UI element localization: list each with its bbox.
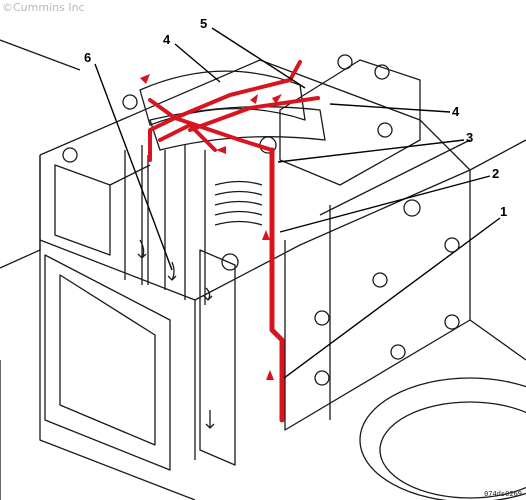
callout-label-6: 6 [84,50,91,65]
cap-screw [337,54,353,70]
leader-line-3 [277,139,465,163]
leader-line-1 [283,217,501,379]
callout-label-3: 3 [466,130,473,145]
rocker-housing-left [54,164,151,256]
drain-arrow-icon [203,287,213,301]
pushrod-tube-1 [124,145,143,285]
cap-screw [377,122,393,138]
flow-arrow-icon [266,370,274,380]
bolt-hole [314,310,330,326]
cap-screw [374,64,390,80]
cylinder-bore-outer [359,377,526,500]
leader-line-4a [174,43,221,83]
rocker-lever-outline [149,106,326,151]
pushrod-tube-3 [184,145,206,305]
cap-screw [403,199,421,217]
cap-screw [122,94,138,110]
drain-arrow-icon [167,261,177,281]
drain-arrow-icon [205,410,215,429]
leader-line-5 [211,27,306,89]
cap-screw [62,147,78,163]
callout-label-4b: 4 [452,104,460,119]
cylinder-bore-inner [379,401,526,499]
flow-arrow-icon [262,230,270,240]
drain-arrow-icon [137,239,147,259]
pushrod-tube-2 [147,150,166,290]
callout-label-2: 2 [492,166,499,181]
oil-rocker-lever-passage [188,96,320,132]
rocker-housing-right [279,59,421,186]
side-cover-frame [44,254,171,471]
oil-feed-to-rocker-shaft [148,98,274,152]
flow-arrow-icon [272,94,282,104]
engine-block-outline [0,39,526,500]
copyright-watermark: ©Cummins Inc [2,1,85,14]
callout-label-1: 1 [500,204,507,219]
bolt-hole [372,272,388,288]
callout-label-4a: 4 [163,32,171,47]
flow-arrow-icon [140,74,150,84]
bolt-hole [390,344,406,360]
cylinder-head-deck [39,155,471,500]
oil-supply-drilling [269,147,285,423]
oil-rocker-lever-passage [173,60,302,120]
leader-line-6 [94,63,173,271]
leader-line-4b [329,103,451,113]
valve-spring [214,180,263,226]
flow-arrow-icon [216,146,226,154]
block-right-face [284,139,471,431]
callout-label-5: 5 [200,16,207,31]
oil-outlet-branch [148,116,217,162]
bolt-hole [444,237,460,253]
leader-line-2 [279,175,491,233]
front-column [199,249,236,466]
flow-arrow-icon [250,94,258,104]
bolt-hole [444,314,460,330]
bolt-hole [314,370,330,386]
cap-screw [221,253,239,271]
figure-id: 074ds0269 [484,490,522,498]
